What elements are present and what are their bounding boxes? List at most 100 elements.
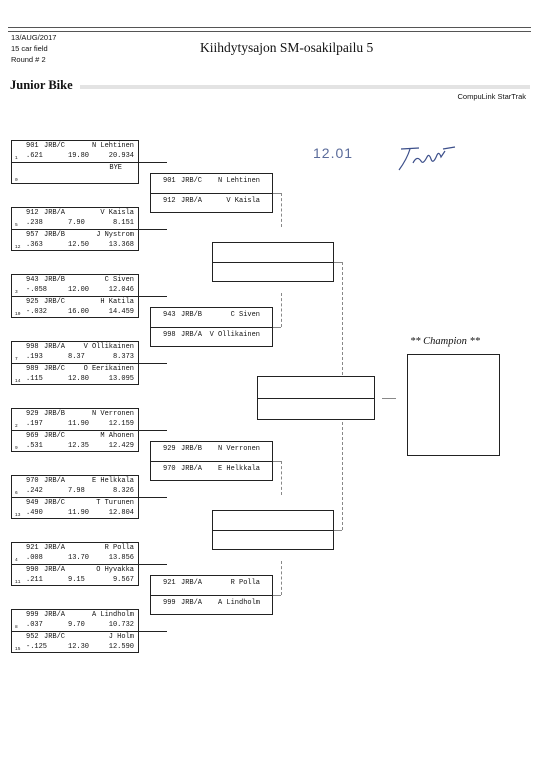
racer-class: JRB/A [181, 579, 203, 587]
lane-number: 9 [15, 446, 18, 451]
dial-in: 7.90 [68, 219, 85, 227]
lane-number: 6 [15, 491, 18, 496]
connector [273, 327, 281, 328]
divider [150, 595, 273, 596]
racer-number: 929 [163, 445, 176, 453]
reaction-time: .531 [26, 442, 43, 450]
racer-name: T Turunen [96, 499, 134, 507]
dial-in: 19.80 [68, 152, 90, 160]
dial-in: 12.80 [68, 375, 90, 383]
racer-class: JRB/B [44, 276, 66, 284]
round-number: Round # 2 [11, 55, 46, 64]
elapsed-time: 8.151 [112, 219, 134, 227]
racer-number: 912 [26, 209, 39, 217]
racer-class: JRB/B [44, 410, 66, 418]
header-rule [8, 27, 531, 32]
racer-name: J Holm [108, 633, 134, 641]
connector [334, 530, 342, 531]
dial-in: 7.98 [68, 487, 85, 495]
dial-in: 12.35 [68, 442, 90, 450]
racer-name: R Polla [230, 579, 260, 587]
winner-line [139, 162, 167, 163]
racer-class: JRB/B [181, 311, 203, 319]
elapsed-time: 13.856 [108, 554, 134, 562]
lane-number: 2 [15, 424, 18, 429]
dial-in: 16.00 [68, 308, 90, 316]
dial-in: 11.90 [68, 509, 90, 517]
racer-name: C Siven [104, 276, 134, 284]
connector [281, 461, 282, 495]
racer-number: 949 [26, 499, 39, 507]
racer-class: JRB/C [44, 432, 66, 440]
racer-number: 998 [26, 343, 39, 351]
racer-number: 957 [26, 231, 39, 239]
racer-number: 912 [163, 197, 176, 205]
racer-name: E Helkkala [91, 477, 134, 485]
elapsed-time: 12.159 [108, 420, 134, 428]
connector [334, 262, 342, 263]
racer-number: 970 [26, 477, 39, 485]
racer-name: V Ollikainen [209, 331, 260, 339]
reaction-time: .037 [26, 621, 43, 629]
connector [273, 461, 281, 462]
racer-name: V Kaisla [226, 197, 260, 205]
racer-class: JRB/A [181, 197, 203, 205]
reaction-time: .211 [26, 576, 43, 584]
racer-number: 999 [26, 611, 39, 619]
racer-class: JRB/B [181, 445, 203, 453]
racer-class: JRB/C [44, 298, 66, 306]
elapsed-time: 14.459 [108, 308, 134, 316]
racer-class: JRB/C [44, 499, 66, 507]
dial-in: 12.00 [68, 286, 90, 294]
winner-line [139, 631, 167, 632]
lane-number: 10 [15, 312, 21, 317]
dial-in: 8.37 [68, 353, 85, 361]
racer-class: JRB/A [181, 331, 203, 339]
dial-in: 11.90 [68, 420, 90, 428]
event-title: Kiihdytysajon SM-osakilpailu 5 [200, 40, 374, 55]
connector [281, 293, 282, 327]
racer-number: 925 [26, 298, 39, 306]
elapsed-time: 20.934 [108, 152, 134, 160]
racer-name: A Lindholm [217, 599, 260, 607]
racer-name: N Lehtinen [91, 142, 134, 150]
racer-number: 921 [26, 544, 39, 552]
dial-in: 12.50 [68, 241, 90, 249]
divider [11, 430, 139, 431]
divider [150, 461, 273, 462]
racer-number: 999 [163, 599, 176, 607]
racer-name: E Helkkala [217, 465, 260, 473]
elapsed-time: 9.567 [112, 576, 134, 584]
lane-number: 1 [15, 156, 18, 161]
lane-number: 5 [15, 223, 18, 228]
reaction-time: .193 [26, 353, 43, 361]
racer-class: JRB/A [44, 477, 66, 485]
dial-in: 9.15 [68, 576, 85, 584]
racer-bottom: 912 JRB/A V Kaisla [151, 196, 272, 214]
divider [11, 162, 139, 163]
elapsed-time: 8.326 [112, 487, 134, 495]
racer-number: 990 [26, 566, 39, 574]
dial-in: 12.30 [68, 643, 90, 651]
racer-class: JRB/C [181, 177, 203, 185]
divider [11, 229, 139, 230]
winner-line [139, 497, 167, 498]
reaction-time: .621 [26, 152, 43, 160]
racer-number: 943 [163, 311, 176, 319]
racer-number: 989 [26, 365, 39, 373]
divider [11, 631, 139, 632]
racer-class: JRB/A [181, 465, 203, 473]
